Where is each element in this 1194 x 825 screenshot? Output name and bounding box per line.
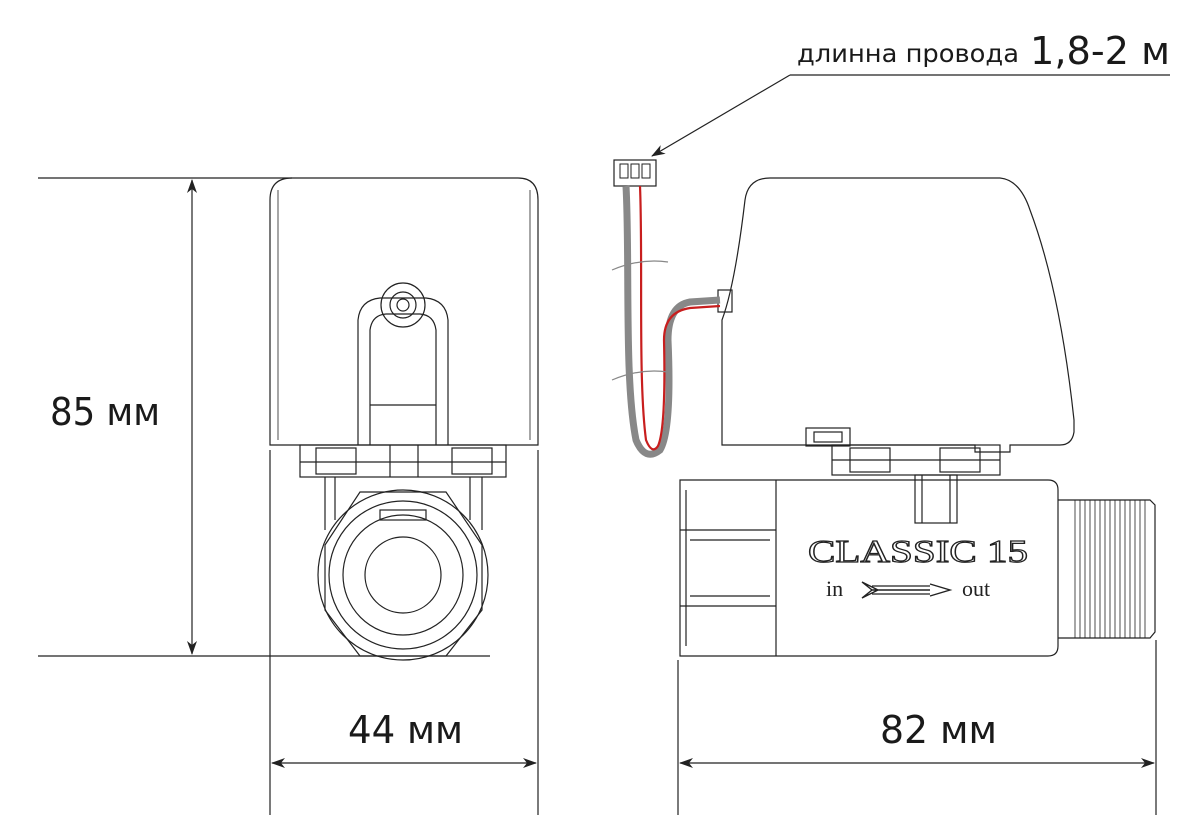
wire-length-value: 1,8-2 м [1030, 29, 1170, 73]
length-label: 82 мм [880, 708, 997, 752]
height-label: 85 мм [50, 390, 160, 434]
model-marking: CLASSIC 15 [808, 533, 1028, 569]
male-thread [1058, 499, 1156, 639]
front-actuator-cap [269, 177, 539, 446]
front-dimension-lines [38, 177, 539, 815]
flow-in-label: in [826, 576, 843, 601]
front-view [269, 177, 539, 661]
side-dimension-lines [677, 640, 1157, 815]
width-label: 44 мм [348, 708, 463, 752]
front-flange [299, 444, 507, 478]
side-view [679, 177, 1156, 657]
flow-out-label: out [962, 576, 990, 601]
wire-leader [651, 74, 1170, 157]
wire-length-caption: длинна провода [797, 39, 1019, 68]
valve-stem [914, 474, 958, 524]
front-nut [324, 491, 483, 657]
front-screw [380, 282, 426, 328]
connector-plug [613, 159, 657, 187]
front-bore [364, 536, 442, 614]
flow-arrow-icon [861, 581, 953, 599]
valve-body [679, 479, 1059, 657]
front-bracket [357, 297, 449, 445]
wire [611, 159, 721, 458]
side-actuator-cap [721, 177, 1075, 453]
